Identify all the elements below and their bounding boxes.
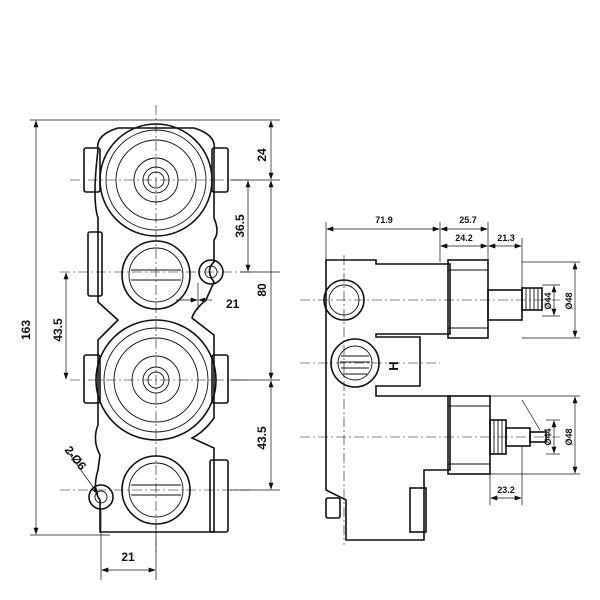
side-view: H [300,215,580,545]
valve-body-outline [94,127,218,533]
dim-label-holes: 2-Ø6 [62,443,90,473]
boss-right-outlet [209,459,229,533]
dim-label-lower-spacing: 43.5 [255,426,269,450]
side-upper-cartridge [447,259,543,339]
side-dim-bottom: 23.2 [489,446,523,505]
dim-label-small-offset: 21 [226,297,240,311]
mounting-lug-upper [198,259,224,285]
side-dim-label-top-dia-small: Ø44 [543,292,553,309]
dim-bottom-offset: 21 [100,510,157,580]
dim-holes: 2-Ø6 [62,443,99,495]
dim-label-upper-spacing: 43.5 [51,318,65,342]
dim-upper-spacing: 43.5 [51,272,69,380]
side-dim-label-bottom-dia-large: Ø48 [564,428,574,445]
dim-overall-height: 163 [19,119,160,536]
boss-upper-right [211,147,229,193]
dim-label-top-offset: 24 [255,148,269,162]
side-dim-upper-diameters: Ø44 Ø48 [522,261,580,339]
dim-label-spacing-80: 80 [255,283,269,297]
dim-right-stack: 24 36.5 80 43.5 [160,119,280,491]
upper-valve [99,123,213,237]
dim-label-overall-height: 163 [19,320,33,340]
side-dim-label-seg-24-2: 24.2 [455,233,473,243]
side-dim-lower-diameters: Ø44 Ø48 [490,395,580,475]
boss-left-inlet [87,231,103,297]
upper-port [121,240,191,310]
dim-small-offset: 21 [176,283,240,311]
boss-lower-right [211,354,229,404]
mounting-lug-lower [88,484,114,510]
side-body-outline [325,259,451,541]
front-view: 163 43.5 24 36.5 80 43.5 [19,105,280,580]
dim-label-bottom-offset: 21 [121,550,135,564]
dim-label-mid-offset: 36.5 [233,214,247,238]
side-dim-label-top-dia-large: Ø48 [564,292,574,309]
side-bottom-bracket [325,487,427,533]
side-dim-top: 71.9 25.7 24.2 21.3 [325,215,523,288]
side-marking: H [386,361,401,370]
side-dim-label-top-cartridge: 25.7 [459,215,477,225]
side-lower-cartridge [447,395,547,475]
boss-upper-left [83,147,101,193]
boss-lower-left [83,354,101,404]
lower-valve [95,319,217,441]
side-dim-label-bottom-offset: 23.2 [497,485,515,495]
lower-port [121,455,191,525]
side-dim-label-bottom-dia-small: Ø44 [543,428,553,445]
side-dim-label-seg-21-3: 21.3 [497,233,515,243]
side-dim-label-body-depth: 71.9 [375,215,393,225]
